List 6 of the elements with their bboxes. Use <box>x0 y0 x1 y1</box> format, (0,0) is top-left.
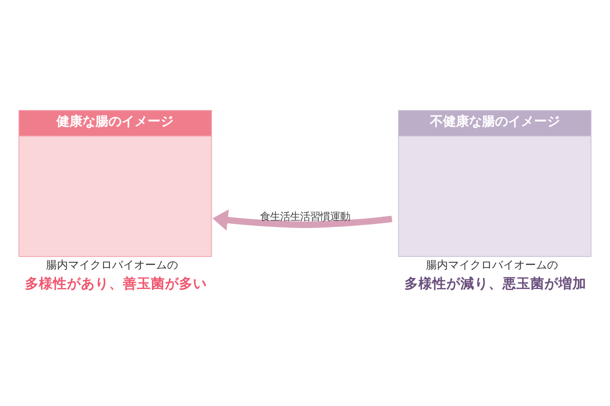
node-label: 多様性があり、善玉菌が多い <box>24 276 207 292</box>
arrow <box>212 208 392 230</box>
node-label: 腸内マイクロバイオームの <box>46 258 178 272</box>
node-label: 腸内マイクロバイオームの <box>426 258 558 272</box>
node-label: 多様性が減り、悪玉菌が増加 <box>404 276 586 292</box>
edge-label: 食生活生活習慣運動 <box>260 210 350 222</box>
